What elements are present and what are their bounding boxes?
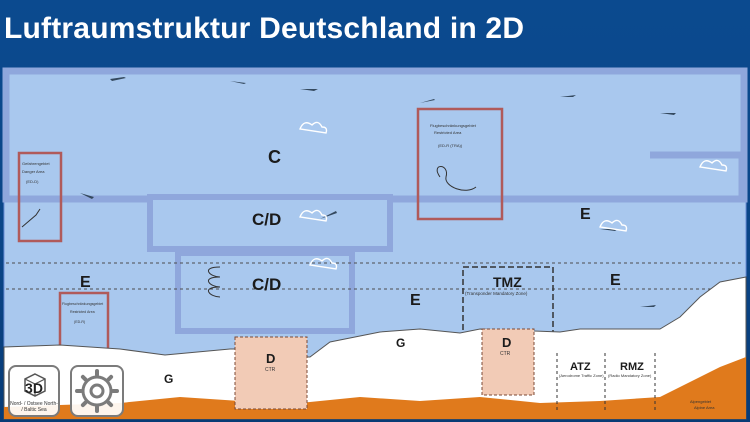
label-ctr-right-d: D	[502, 335, 511, 350]
label-tmz: TMZ	[493, 274, 522, 290]
page-title: Luftraumstruktur Deutschland in 2D	[4, 12, 525, 45]
aircraft-icons	[80, 77, 676, 307]
label-airspace-e-left: E	[80, 274, 91, 291]
label-airspace-c-d-lower: C/D	[252, 275, 281, 294]
label-airspace-e-mid: E	[410, 292, 421, 309]
low-airspace-g	[3, 276, 747, 420]
danger-area-box	[17, 151, 63, 243]
ctr-left	[234, 336, 308, 410]
label-restricted-low-sub: Restricted Area	[70, 310, 95, 314]
label-tmz-sub: (Transponder Mandatory Zone)	[465, 291, 528, 296]
label-atz: ATZ	[570, 361, 591, 373]
view-3d-sub: Nord- / Ostsee North- / Baltic Sea	[10, 401, 58, 413]
holding-pattern	[208, 266, 221, 298]
view-3d-button[interactable]: 3D Nord- / Ostsee North- / Baltic Sea	[8, 365, 60, 417]
label-alpine-en: Alpine Area	[694, 405, 715, 410]
label-airspace-c-d-upper: C/D	[252, 210, 281, 229]
label-airspace-c: C	[268, 147, 281, 167]
label-airspace-g-mid: G	[396, 336, 405, 350]
ctr-right	[481, 328, 535, 396]
label-ctr-left-d: D	[266, 351, 275, 366]
label-restricted-low-title: Flugbeschränkungsgebiet	[62, 302, 103, 306]
cube-icon	[24, 373, 46, 397]
label-restricted-title: Flugbeschränkungsgebiet	[430, 123, 477, 128]
airspace-c-d-lower	[175, 250, 355, 334]
label-danger-title: Gefahrengebiet	[22, 161, 50, 166]
gear-icon	[75, 369, 119, 413]
view-3d-label: 3D	[25, 380, 43, 396]
danger-flight-path	[21, 208, 41, 228]
label-alpine: Alpengebiet	[690, 399, 712, 404]
ground-terrain	[4, 357, 746, 419]
label-restricted-sub: Restricted Area	[434, 130, 462, 135]
label-rmz: RMZ	[620, 361, 644, 373]
label-restricted-code: (ED-R (TRA))	[438, 143, 463, 148]
restricted-flight-path	[436, 166, 477, 191]
cloud-icons	[299, 121, 728, 270]
label-ctr-left: CTR	[265, 367, 276, 373]
label-restricted-low-code: (ED-R)	[74, 320, 85, 324]
airspace-step-right	[650, 151, 746, 199]
label-danger-sub: Danger Area	[22, 169, 45, 174]
label-airspace-e-right: E	[580, 206, 591, 223]
airspace-diagram: C C/D C/D E E E E TMZ (Transponder Manda…	[0, 67, 750, 422]
label-airspace-g-left: G	[164, 372, 173, 386]
label-airspace-e-far-right: E	[610, 272, 621, 289]
settings-button[interactable]	[70, 365, 124, 417]
airspace-c-d-upper	[147, 194, 393, 252]
label-atz-sub: (Aerodrome Traffic Zone)	[559, 373, 604, 378]
restricted-area-box	[416, 107, 504, 221]
label-rmz-sub: (Radio Mandatory Zone)	[608, 373, 652, 378]
label-danger-code: (ED-D)	[26, 179, 39, 184]
label-ctr-right: CTR	[500, 351, 511, 357]
